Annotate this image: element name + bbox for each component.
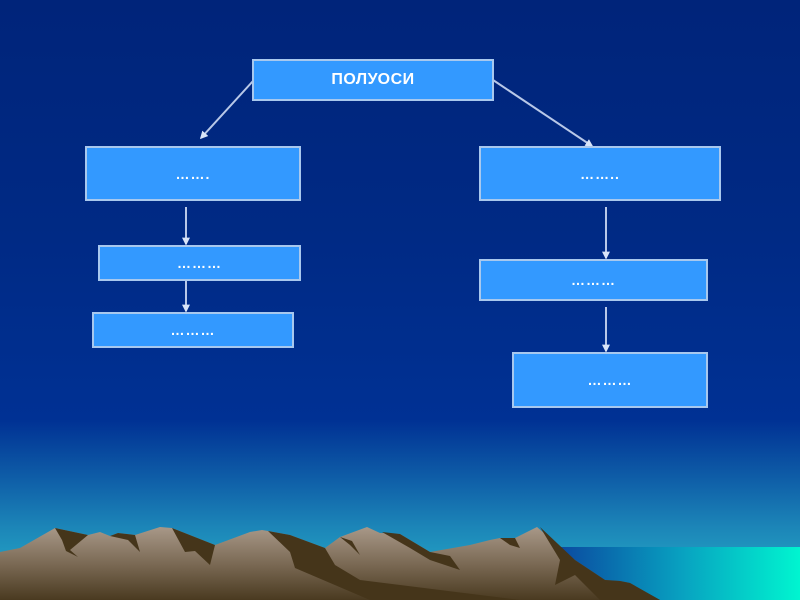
right-node-2-label: ………	[571, 272, 616, 288]
left-node-3-label: ………	[170, 322, 216, 338]
right-node-1: ……..	[479, 146, 721, 201]
left-node-2-label: ………	[177, 255, 222, 271]
right-node-2: ………	[479, 259, 708, 301]
arrow-root-to-right	[492, 79, 594, 147]
root-node-label: ПОЛУОСИ	[331, 71, 415, 88]
left-node-3: ………	[92, 312, 294, 348]
right-node-3: ………	[512, 352, 708, 408]
mountain-shadows	[55, 527, 660, 600]
left-node-2: ………	[98, 245, 301, 281]
arrow-root-to-left	[199, 80, 254, 140]
right-node-1-label: ……..	[580, 165, 620, 182]
root-node: ПОЛУОСИ	[252, 59, 494, 101]
left-node-1: …….	[85, 146, 301, 201]
left-node-1-label: …….	[175, 165, 211, 182]
right-node-3-label: ………	[587, 372, 633, 388]
